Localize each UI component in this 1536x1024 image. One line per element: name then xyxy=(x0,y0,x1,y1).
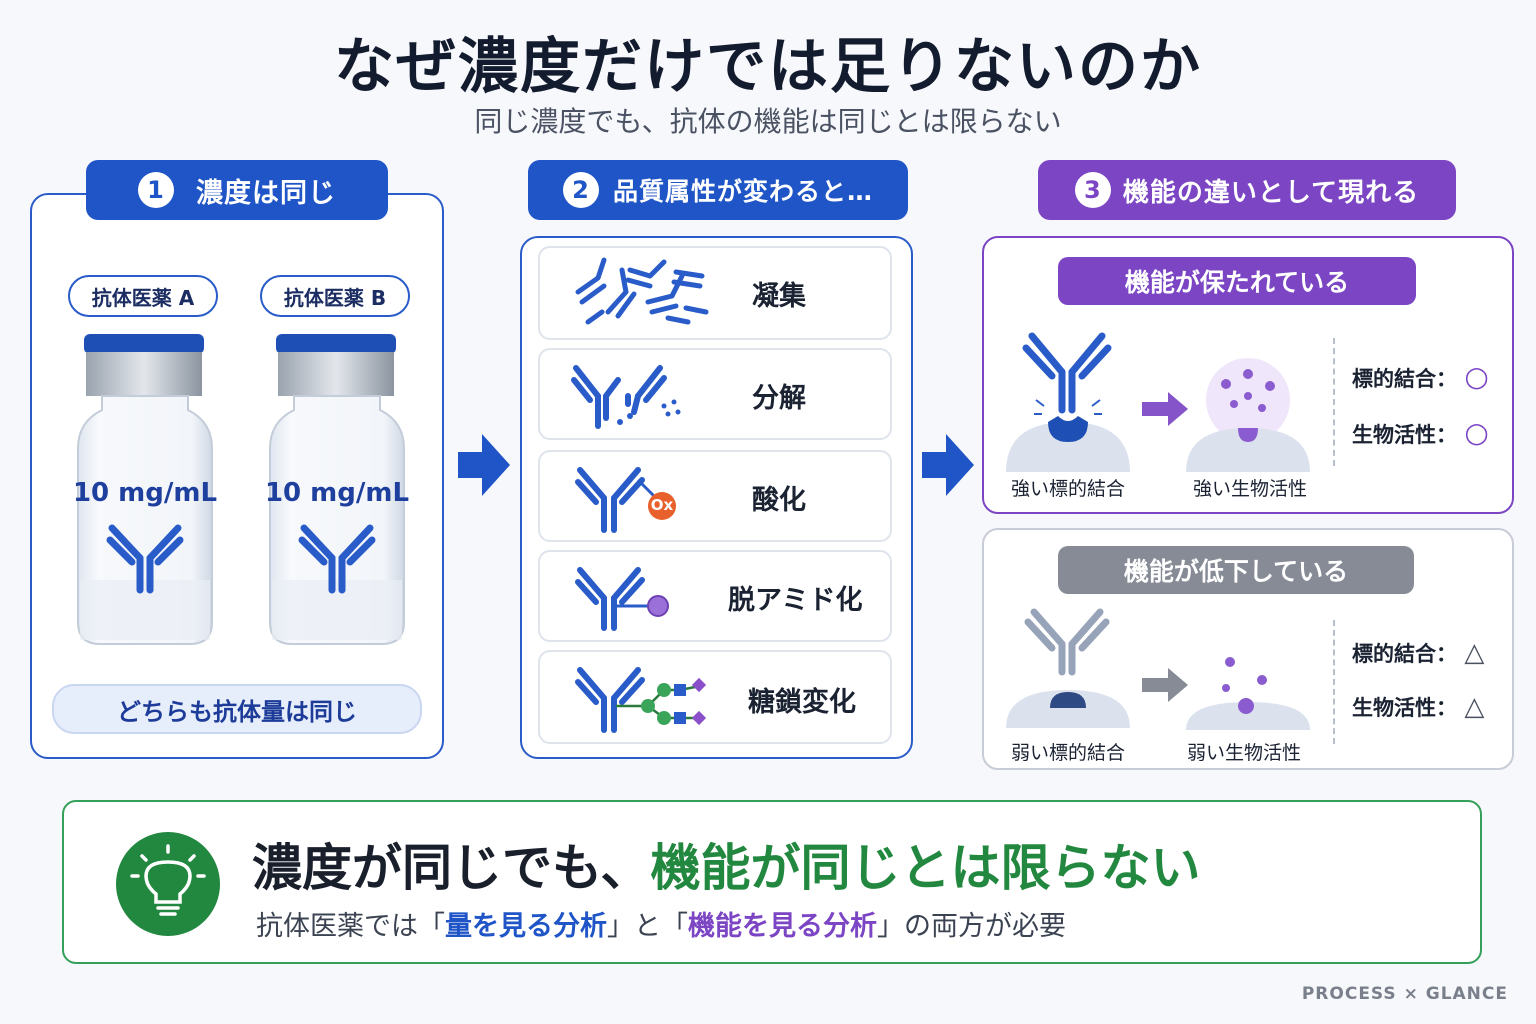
activity-eval-label: 生物活性： xyxy=(1352,696,1457,720)
attribute-row xyxy=(538,650,892,744)
circle-mark: ○ xyxy=(1464,416,1489,449)
sub-part2: 量を見る分析 xyxy=(445,911,607,942)
attribute-label: 糖鎖変化 xyxy=(748,687,856,718)
binding-evaluation: 標的結合： ○ xyxy=(1352,360,1489,393)
divider xyxy=(1333,620,1335,744)
panel1-header: 1 濃度は同じ xyxy=(86,160,388,220)
arrow-right-icon xyxy=(922,434,974,496)
attribute-row xyxy=(538,450,892,542)
panel3-number: 3 xyxy=(1074,172,1111,208)
attribute-row xyxy=(538,550,892,642)
vial-b xyxy=(269,334,405,645)
same-amount-note: どちらも抗体量は同じ xyxy=(52,684,422,734)
weak-activity-illustration xyxy=(1186,657,1310,730)
weak-binding-caption: 弱い標的結合 xyxy=(1010,742,1125,764)
arrow-right-icon xyxy=(1142,392,1188,426)
vial-b-concentration: 10 mg/mL xyxy=(264,478,410,508)
page-title: なぜ濃度だけでは足りないのか xyxy=(334,32,1202,102)
conclusion-box xyxy=(62,800,1482,964)
binding-evaluation: 標的結合： △ xyxy=(1352,638,1484,668)
headline-part1: 濃度が同じでも、 xyxy=(252,839,651,897)
attribute-label: 分解 xyxy=(752,383,806,414)
sub-part3: 」と「 xyxy=(607,911,688,942)
sub-part4: 機能を見る分析 xyxy=(688,911,877,942)
antibody-icon xyxy=(106,524,184,594)
weak-binding-illustration xyxy=(1006,608,1130,728)
panel1-number: 1 xyxy=(138,172,174,208)
vial-a-label: 抗体医薬 A xyxy=(68,275,218,317)
panel1-title: 濃度は同じ xyxy=(196,177,336,209)
page-subtitle: 同じ濃度でも、抗体の機能は同じとは限らない xyxy=(474,105,1062,138)
activity-evaluation: 生物活性： ○ xyxy=(1352,416,1489,449)
binding-eval-label: 標的結合： xyxy=(1352,367,1457,391)
strong-binding-illustration xyxy=(1006,332,1130,472)
credit: PROCESS × GLANCE xyxy=(1301,984,1508,1004)
circle-mark: ○ xyxy=(1464,360,1489,393)
deamidation-icon xyxy=(575,567,669,631)
triangle-mark: △ xyxy=(1464,692,1485,722)
strong-activity-illustration xyxy=(1186,358,1310,472)
binding-eval-label: 標的結合： xyxy=(1352,642,1457,666)
panel2-title: 品質属性が変わると… xyxy=(612,177,873,206)
attribute-label: 脱アミド化 xyxy=(728,585,863,616)
antibody-icon xyxy=(298,524,376,594)
function-reduced-label: 機能が低下している xyxy=(1058,546,1414,594)
panel2-number: 2 xyxy=(562,172,599,208)
triangle-mark: △ xyxy=(1464,638,1485,668)
attribute-label: 凝集 xyxy=(752,281,806,312)
vial-a-concentration: 10 mg/mL xyxy=(72,478,218,508)
divider xyxy=(1333,338,1335,466)
oxidation-icon xyxy=(575,467,676,533)
conclusion-headline: 濃度が同じでも、機能が同じとは限らない xyxy=(252,828,1201,900)
oxidation-badge: Ox xyxy=(650,496,674,514)
arrow-right-icon xyxy=(458,434,510,496)
panel3-title: 機能の違いとして現れる xyxy=(1122,177,1420,208)
vial-b-label: 抗体医薬 B xyxy=(260,275,410,317)
glycan-change-icon xyxy=(575,667,707,733)
panel3-header: 3 機能の違いとして現れる xyxy=(1038,160,1456,220)
activity-eval-label: 生物活性： xyxy=(1352,423,1457,447)
strong-activity-caption: 強い生物活性 xyxy=(1192,478,1307,500)
conclusion-subtext: 抗体医薬では「量を見る分析」と「機能を見る分析」の両方が必要 xyxy=(256,904,1066,943)
sub-part5: 」の両方が必要 xyxy=(877,911,1066,942)
vial-a xyxy=(77,334,213,645)
function-maintained-label: 機能が保たれている xyxy=(1058,257,1416,305)
fragmentation-icon xyxy=(571,365,681,429)
strong-binding-caption: 強い標的結合 xyxy=(1010,478,1125,500)
activity-evaluation: 生物活性： △ xyxy=(1352,692,1484,722)
aggregation-icon xyxy=(575,257,709,325)
lightbulb-icon xyxy=(116,832,220,936)
headline-part2: 機能が同じとは限らない xyxy=(650,839,1201,897)
panel2-header: 2 品質属性が変わると… xyxy=(528,160,908,220)
weak-activity-caption: 弱い生物活性 xyxy=(1186,742,1301,764)
arrow-right-icon xyxy=(1142,668,1188,702)
sub-part1: 抗体医薬では「 xyxy=(256,911,445,942)
attribute-label: 酸化 xyxy=(752,485,806,516)
